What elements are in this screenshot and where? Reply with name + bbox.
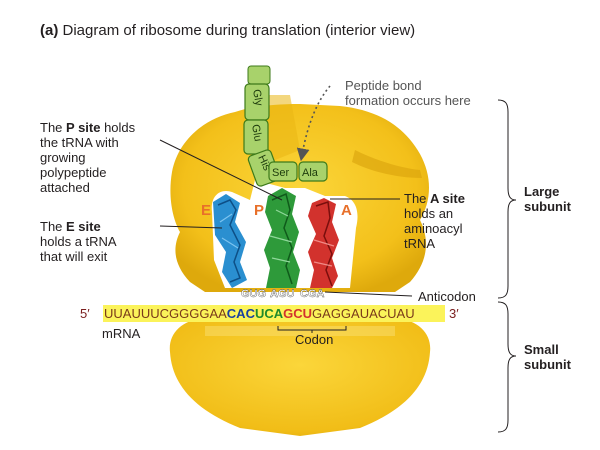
- anticodon-group: GUG AGU CGA: [241, 288, 325, 300]
- peptide-bond-label: Peptide bond formation occurs here: [345, 78, 471, 108]
- p-site-label: The P site holds the tRNA with growing p…: [40, 120, 136, 195]
- anticodon-a: CGA: [300, 288, 325, 300]
- small-subunit-highlight: [205, 326, 395, 336]
- figure-label: (a): [40, 22, 59, 39]
- small-subunit-brace: [497, 301, 517, 433]
- amino-acid-gly: Gly: [244, 83, 270, 121]
- figure-title-text: Diagram of ribosome during translation (…: [62, 22, 416, 39]
- svg-text:Glu: Glu: [249, 123, 264, 142]
- figure-title: (a) Diagram of ribosome during translati…: [40, 22, 415, 39]
- mrna-highlight: [103, 305, 445, 322]
- large-subunit-groove: [352, 150, 422, 178]
- a-site-letter: A: [341, 202, 352, 219]
- large-subunit-label: Large subunit: [524, 184, 571, 214]
- anticodon-p: AGU: [270, 288, 295, 300]
- trna-e-site: [213, 194, 247, 288]
- trna-a-site: [308, 198, 339, 288]
- polypeptide-chain: Gly Glu His Ser Ala: [243, 65, 328, 187]
- codon-label: Codon: [295, 332, 334, 347]
- p-site-leader: [159, 139, 283, 201]
- svg-text:Gly: Gly: [250, 88, 265, 107]
- svg-text:Ala: Ala: [302, 167, 319, 179]
- e-site-letter: E: [201, 202, 211, 219]
- anticodon-e: GUG: [241, 288, 266, 300]
- trna-p-site: [264, 188, 300, 288]
- svg-text:Ser: Ser: [272, 167, 289, 179]
- e-site-label: The E site holds a tRNA that will exit: [40, 219, 117, 264]
- mrna-three-prime: 3′: [449, 306, 459, 321]
- peptide-bond-arrow: [296, 85, 331, 162]
- e-site-leader: [159, 225, 223, 229]
- a-site-label: The A site holds an aminoacyl tRNA: [404, 191, 465, 251]
- large-subunit-brace: [497, 99, 517, 299]
- codon-bracket: [277, 326, 347, 333]
- p-site-letter: P: [254, 202, 264, 219]
- amino-acid-ala: Ala: [298, 161, 328, 182]
- mrna-sequence: UUAUUUCGGGGAACACUCAGCUGAGGAUACUAU: [104, 306, 415, 321]
- amino-acid-glu: Glu: [243, 119, 269, 155]
- anticodon-label: Anticodon: [418, 289, 476, 304]
- small-subunit-body: [169, 318, 431, 436]
- anticodon-leader: [324, 291, 413, 297]
- mrna-label: mRNA: [102, 326, 141, 341]
- amino-acid-ser: Ser: [268, 161, 298, 182]
- mrna-five-prime: 5′: [80, 306, 90, 321]
- small-subunit-label: Small subunit: [524, 342, 571, 372]
